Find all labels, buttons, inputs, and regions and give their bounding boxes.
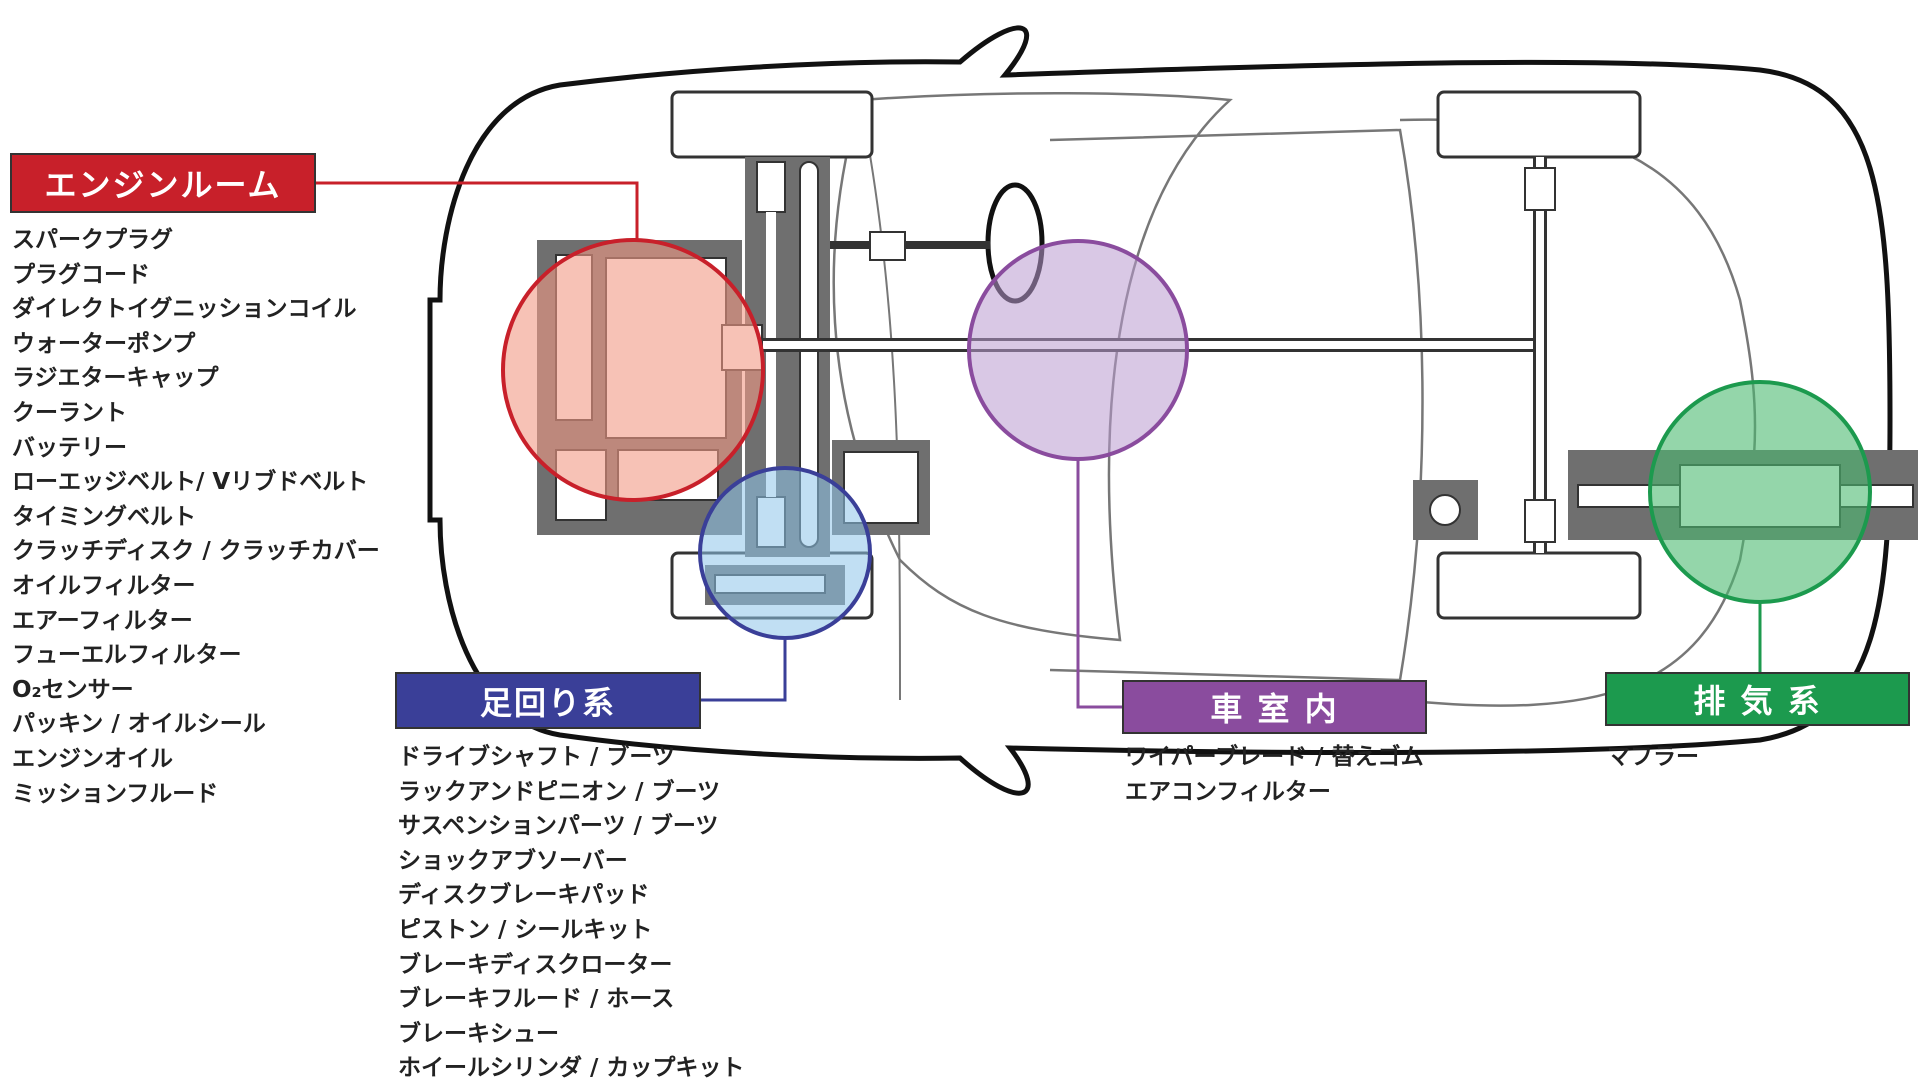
suspension-highlight-circle [698, 466, 872, 640]
suspension-leader-line [700, 640, 787, 702]
list-item: パッキン / オイルシール [12, 711, 266, 738]
suspension-parts-list: ドライブシャフト / ブーツ ラックアンドピニオン / ブーツ サスペンションパ… [398, 740, 744, 1086]
list-item: ラックアンドピニオン / ブーツ [398, 778, 721, 805]
list-item: ラジエターキャップ [12, 365, 219, 392]
list-item: ブレーキシュー [398, 1020, 559, 1047]
list-item: タイミングベルト [12, 503, 196, 530]
rear-left-wheel [1436, 90, 1642, 159]
exhaust-header: 排 気 系 [1605, 672, 1910, 726]
windshield-outline [832, 91, 1233, 642]
list-item: エアコンフィルター [1125, 778, 1331, 805]
engine-leader-line [315, 181, 639, 240]
list-item: フューエルフィルター [12, 642, 242, 669]
exhaust-highlight-circle [1648, 380, 1872, 604]
cabin-highlight-circle [967, 239, 1189, 461]
cabin-parts-list: ワイパーブレード / 替えゴム エアコンフィルター [1125, 740, 1424, 809]
cabin-leader-line [1076, 460, 1123, 709]
list-item: ブレーキフルード / ホース [398, 986, 675, 1013]
list-item: スパークプラグ [12, 227, 173, 253]
list-item: エアーフィルター [12, 607, 193, 634]
front-left-wheel [670, 90, 874, 159]
list-item: バッテリー [12, 434, 127, 461]
list-item: ダイレクトイグニッションコイル [12, 296, 357, 323]
cabin-header: 車 室 内 [1122, 680, 1427, 734]
cabin-roof-outline [1049, 128, 1424, 682]
list-item: ディスクブレーキパッド [398, 882, 650, 909]
list-item: ブレーキディスクローター [398, 951, 673, 978]
list-item: マフラー [1607, 744, 1699, 770]
list-item: ウォーターポンプ [12, 330, 196, 357]
list-item: クラッチディスク / クラッチカバー [12, 538, 380, 565]
list-item: ショックアブソーバー [398, 847, 628, 874]
list-item: プラグコード [12, 261, 150, 288]
list-item: クーラント [12, 399, 127, 426]
list-item: サスペンションパーツ / ブーツ [398, 813, 719, 840]
list-item: O₂センサー [12, 676, 134, 703]
engine-parts-list: スパークプラグ プラグコード ダイレクトイグニッションコイル ウォーターポンプ … [12, 223, 380, 811]
list-item: ピストン / シールキット [398, 916, 653, 943]
rear-right-wheel [1436, 551, 1642, 620]
list-item: オイルフィルター [12, 572, 196, 599]
engine-room-header: エンジンルーム [10, 153, 316, 213]
list-item: ミッションフルード [12, 780, 219, 807]
exhaust-parts-list: マフラー [1607, 740, 1699, 775]
list-item: エンジンオイル [12, 745, 173, 772]
list-item: ローエッジベルト/ Vリブドベルト [12, 469, 369, 496]
front-hood-line [859, 99, 901, 701]
list-item: ドライブシャフト / ブーツ [398, 744, 675, 770]
list-item: ワイパーブレード / 替えゴム [1125, 744, 1424, 770]
engine-highlight-circle [501, 238, 765, 502]
suspension-header: 足回り系 [395, 672, 701, 729]
list-item: ホイールシリンダ / カップキット [398, 1055, 745, 1082]
